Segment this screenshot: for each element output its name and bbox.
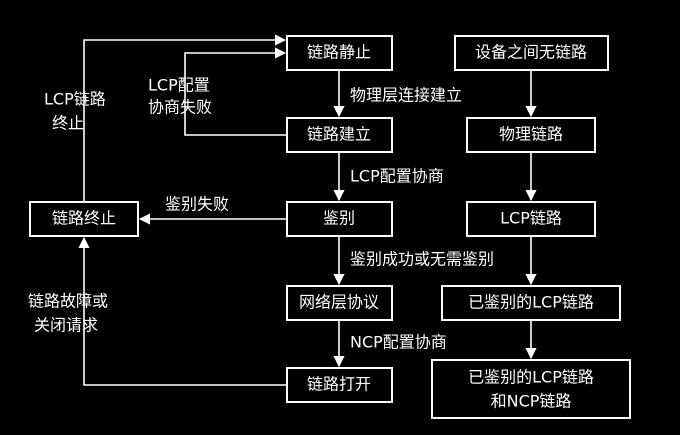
node-link-open-box <box>286 367 393 403</box>
node-link-terminate-box <box>29 201 139 237</box>
node-authed-lcp: 已鉴别的LCP链路 <box>468 293 594 312</box>
node-authed-lcp-ncp-line2: 和NCP链路 <box>491 392 572 411</box>
edge-lcp-fail <box>184 47 287 136</box>
label-lcp-terminate-line2: 终止 <box>52 114 84 133</box>
label-ncp-negotiate: NCP配置协商 <box>350 333 447 352</box>
label-auth-success: 鉴别成功或无需鉴别 <box>350 250 494 269</box>
label-link-fault-line2: 关闭请求 <box>34 316 98 335</box>
node-network-protocol-box <box>286 285 393 321</box>
node-authed-lcp-box <box>441 285 621 321</box>
label-link-fault-line1: 链路故障或 <box>28 292 108 311</box>
node-network-protocol: 网络层协议 <box>299 293 379 312</box>
node-physical-link-box <box>466 117 596 153</box>
node-lcp-link: LCP链路 <box>500 209 562 228</box>
node-link-idle: 链路静止 <box>307 43 371 62</box>
label-lcp-negotiate: LCP配置协商 <box>350 167 444 186</box>
label-physical-connect: 物理层连接建立 <box>350 86 462 105</box>
node-authed-lcp-ncp-line1: 已鉴别的LCP链路 <box>468 368 594 387</box>
label-lcp-fail-line1: LCP配置 <box>148 76 210 95</box>
edge-link-fault <box>78 236 287 386</box>
node-auth: 鉴别 <box>323 209 355 228</box>
node-physical-link: 物理链路 <box>499 125 563 144</box>
label-auth-fail: 鉴别失败 <box>165 195 229 214</box>
node-link-establish: 链路建立 <box>307 125 371 144</box>
label-lcp-terminate-line1: LCP链路 <box>44 90 106 109</box>
node-no-link: 设备之间无链路 <box>475 43 587 62</box>
node-link-open: 链路打开 <box>307 375 371 394</box>
edge-lcp-terminate <box>83 34 287 202</box>
label-lcp-fail-line2: 协商失败 <box>148 98 212 117</box>
node-link-terminate: 链路终止 <box>52 209 116 228</box>
node-authed-lcp-ncp-box <box>431 359 631 419</box>
